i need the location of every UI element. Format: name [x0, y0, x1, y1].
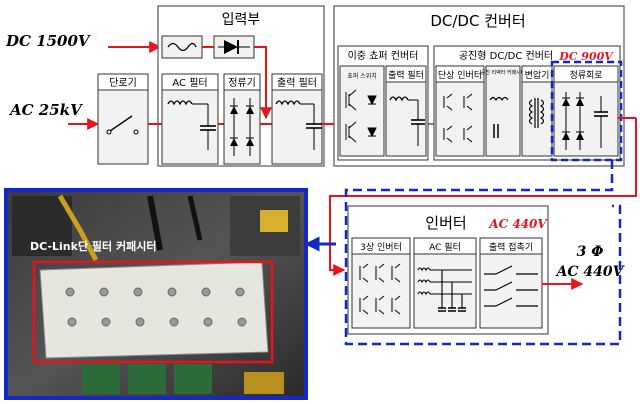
output-voltage-label: AC 440V: [555, 264, 626, 280]
photo-caption: DC-Link단 필터 커패시터: [30, 239, 156, 253]
transformer-label: 변압기: [525, 69, 550, 81]
output-inductor-icon: [275, 100, 301, 106]
ac-filter-label: AC 필터: [172, 77, 207, 89]
output-phase-label: 3 Φ: [577, 244, 604, 260]
inverter-ac-440v-label: AC 440V: [488, 217, 548, 231]
dcdc-output-filter-label: 출력 필터: [388, 69, 424, 81]
chopper-switch-block: [339, 65, 385, 157]
input-section-title: 입력부: [222, 12, 261, 28]
resonant-capacitor-label: 공진 리액터 커패시터: [481, 69, 526, 76]
rectifier-circuit-label: 정류회로: [569, 70, 602, 81]
chopper-switch-label: 쵸퍼 스위치: [347, 72, 377, 80]
diode-icon: [224, 40, 238, 54]
output-contactor-label: 출력 접촉기: [489, 241, 533, 253]
three-phase-inverter-label: 3상 인버터: [360, 242, 402, 253]
dcdc-converter-title: DC/DC 컨버터: [430, 12, 525, 30]
dc-link-highlight: [550, 60, 623, 162]
three-phase-bridge-icon: [359, 263, 401, 315]
resonant-inductor-icon: [489, 96, 509, 102]
dual-chopper-label: 이중 쵸퍼 컨버터: [348, 50, 419, 62]
lc-filter-icon: [417, 267, 472, 312]
dcdc-inductor-icon: [389, 96, 409, 102]
output-rectifier-icon: [562, 92, 608, 150]
igbt-switch-icon: [345, 89, 377, 143]
resonant-capacitor-block: [485, 65, 521, 157]
inverter-ac-filter-label: AC 필터: [429, 241, 461, 253]
h-bridge-icon: [443, 93, 473, 143]
breaker-switch-icon: [106, 129, 112, 135]
output-filter-label: 출력 필터: [277, 77, 317, 89]
rectifier-bridge-icon: [230, 98, 254, 156]
single-phase-inverter-label: 단상 인버터: [438, 70, 482, 81]
dashed-link-region: [344, 160, 622, 346]
ac-source-label: AC 25kV: [8, 101, 83, 119]
contactor-switch-icon: [484, 265, 538, 307]
dc-900v-label: DC 900V: [558, 50, 614, 63]
rectifier-label: 정류기: [228, 77, 256, 89]
resonant-converter-label: 공진형 DC/DC 컨버터: [459, 50, 553, 62]
transformer-icon: [528, 98, 545, 128]
inverter-title: 인버터: [425, 214, 466, 232]
fuse-icon: [167, 42, 197, 52]
inductor-icon: [167, 100, 193, 106]
dc-link-wire: [329, 118, 637, 276]
dc-path-wire: [254, 46, 272, 120]
dc-source-label: DC 1500V: [5, 32, 91, 50]
breaker-label: 단로기: [109, 77, 137, 89]
capacitor-photo: [4, 188, 308, 400]
